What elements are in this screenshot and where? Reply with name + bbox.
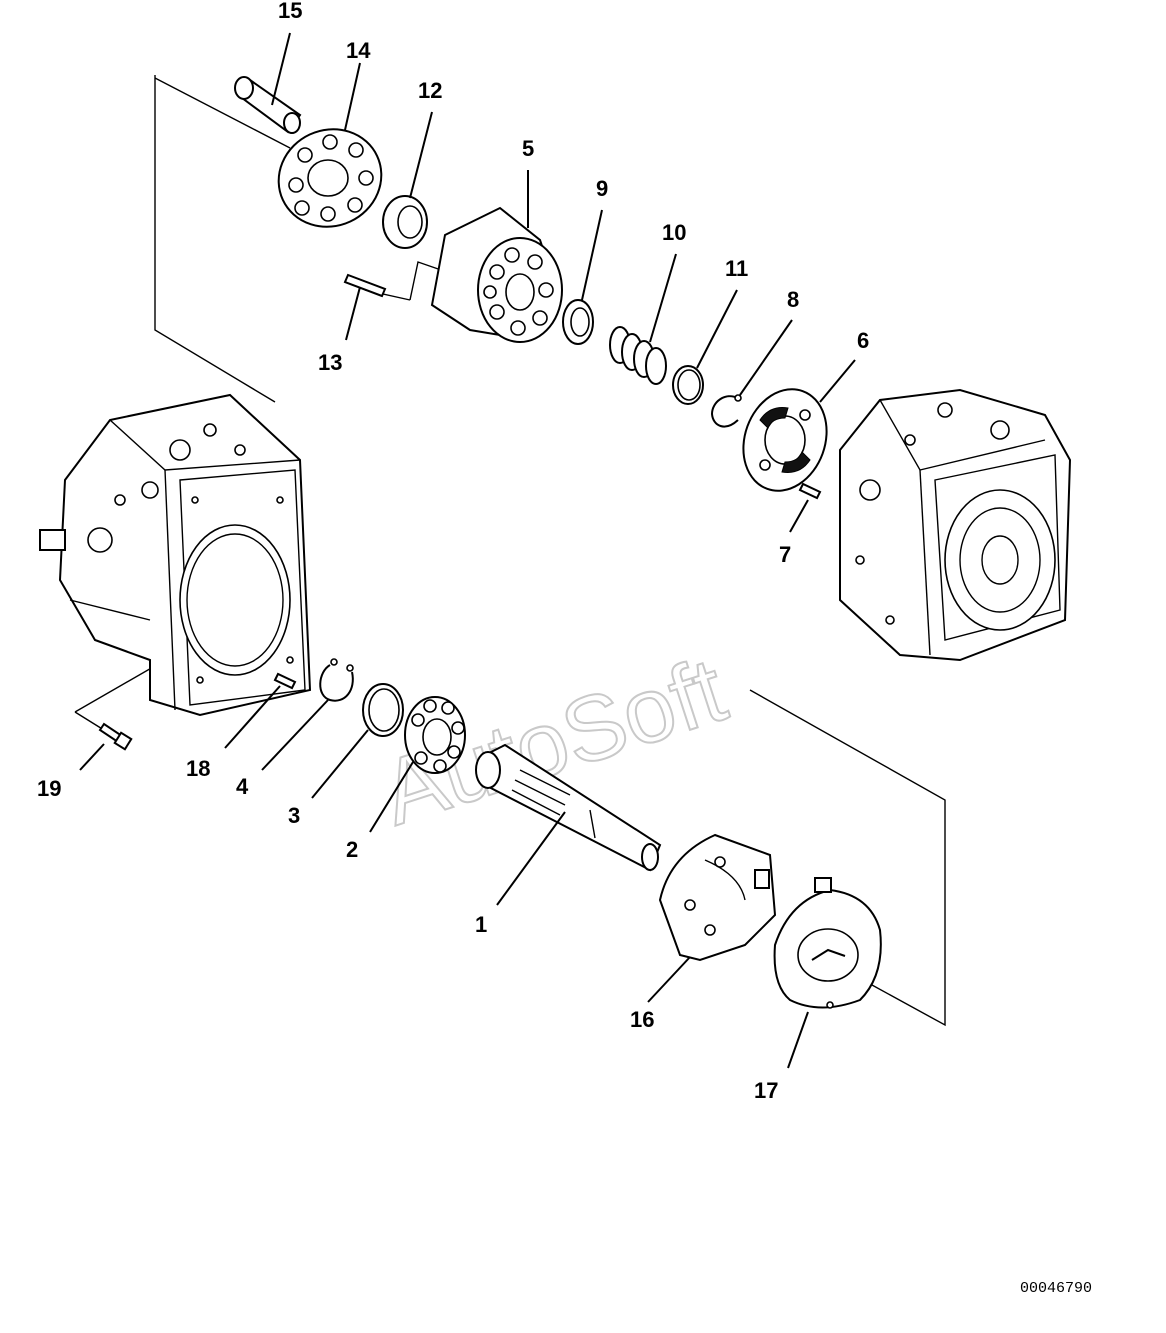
callout-3: 3 [288, 803, 300, 828]
callout-18: 18 [186, 756, 210, 781]
part-3-spacer [362, 683, 404, 737]
callout-17: 17 [754, 1078, 778, 1103]
part-4-snap-ring [319, 658, 354, 702]
callout-4: 4 [236, 774, 249, 799]
part-13-pin [343, 273, 387, 298]
part-18-pin [273, 672, 297, 690]
callout-15: 15 [278, 0, 302, 23]
callout-labels: 15 14 12 5 9 10 11 8 6 13 7 18 4 3 2 1 1… [37, 0, 869, 1103]
callout-13: 13 [318, 350, 342, 375]
part-6-valve-plate [742, 388, 828, 492]
callout-12: 12 [418, 78, 442, 103]
callout-14: 14 [346, 38, 371, 63]
part-15-piston [234, 76, 302, 134]
part-10-spring [609, 326, 667, 385]
pump-housing-right [839, 388, 1072, 662]
part-2-bearing [404, 696, 466, 774]
part-12-bushing [382, 195, 428, 249]
part-19-bolt [98, 722, 133, 751]
part-1-shaft [475, 743, 662, 872]
part-7-pin [798, 482, 822, 500]
callout-6: 6 [857, 328, 869, 353]
callout-10: 10 [662, 220, 686, 245]
callout-9: 9 [596, 176, 608, 201]
part-5-cylinder-block [430, 206, 563, 343]
document-number: 00046790 [1020, 1280, 1092, 1297]
callout-5: 5 [522, 136, 534, 161]
callout-11: 11 [725, 256, 748, 281]
part-17-swash-plate [773, 877, 882, 1009]
callout-2: 2 [346, 837, 358, 862]
callout-19: 19 [37, 776, 61, 801]
part-11-snap-ring [672, 365, 704, 405]
leader-lines [79, 32, 856, 1069]
pump-housing-left [39, 393, 312, 717]
callout-7: 7 [779, 542, 791, 567]
callout-1: 1 [475, 912, 487, 937]
callout-8: 8 [787, 287, 799, 312]
part-16-cradle [658, 833, 777, 962]
part-8-snap-ring [710, 394, 742, 428]
part-14-retainer-plate [277, 128, 383, 228]
callout-16: 16 [630, 1007, 654, 1032]
part-9-bushing [562, 299, 594, 345]
